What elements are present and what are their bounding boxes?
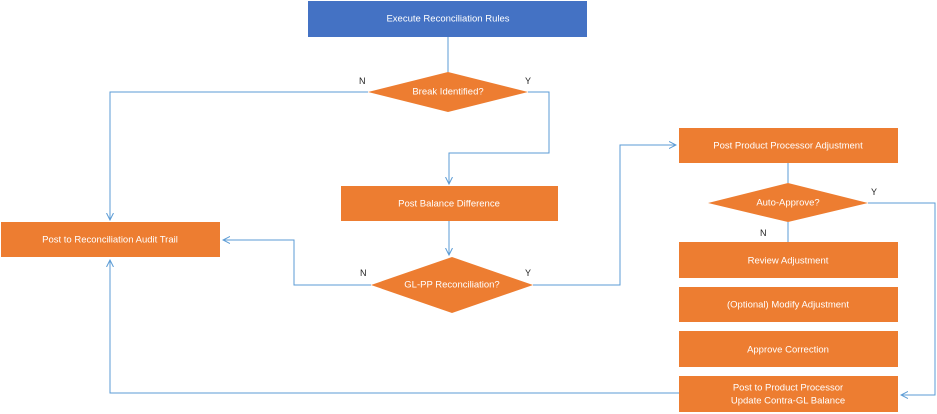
modify-adjustment-label: (Optional) Modify Adjustment [727,300,849,311]
auto-no-label: N [760,228,767,238]
glpp-reconciliation-decision: GL-PP Reconciliation? [371,257,533,313]
glpp-yes-label: Y [525,268,531,278]
post-pp-adjustment-node: Post Product Processor Adjustment [679,128,898,163]
auto-approve-label: Auto-Approve? [756,198,819,209]
edge-glpp-no-to-audit [223,240,371,286]
connectors [110,37,936,395]
review-adjustment-label: Review Adjustment [748,256,829,267]
start-node-label: Execute Reconciliation Rules [386,14,509,25]
post-balance-difference-label: Post Balance Difference [398,199,500,210]
auto-yes-label: Y [871,187,877,197]
post-to-pp-label-line1: Post to Product Processor [733,383,843,394]
glpp-no-label: N [360,268,367,278]
approve-correction-label: Approve Correction [747,345,829,356]
review-adjustment-node: Review Adjustment [679,242,898,278]
post-to-pp-node: Post to Product Processor Update Contra-… [679,376,898,412]
approve-correction-node: Approve Correction [679,331,898,367]
break-identified-decision: Break Identified? [368,72,528,112]
post-pp-adjustment-label: Post Product Processor Adjustment [713,141,863,152]
break-yes-label: Y [525,76,531,86]
edge-labels: N Y N Y N Y [359,76,877,278]
break-no-label: N [359,76,366,86]
auto-approve-decision: Auto-Approve? [708,183,868,222]
edge-glpp-yes-to-adjustment [533,145,676,286]
start-node: Execute Reconciliation Rules [308,1,587,37]
break-identified-label: Break Identified? [412,87,483,98]
edge-auto-yes-to-post [868,202,936,395]
edge-post-to-audit [110,260,679,394]
audit-trail-label: Post to Reconciliation Audit Trail [42,235,178,246]
glpp-reconciliation-label: GL-PP Reconciliation? [404,280,499,291]
edge-break-no-to-audit [110,91,368,220]
post-balance-difference-node: Post Balance Difference [341,186,558,221]
edge-break-yes-to-balance [449,91,550,184]
audit-trail-node: Post to Reconciliation Audit Trail [1,222,220,257]
post-to-pp-label-line2: Update Contra-GL Balance [731,396,845,407]
modify-adjustment-node: (Optional) Modify Adjustment [679,287,898,322]
